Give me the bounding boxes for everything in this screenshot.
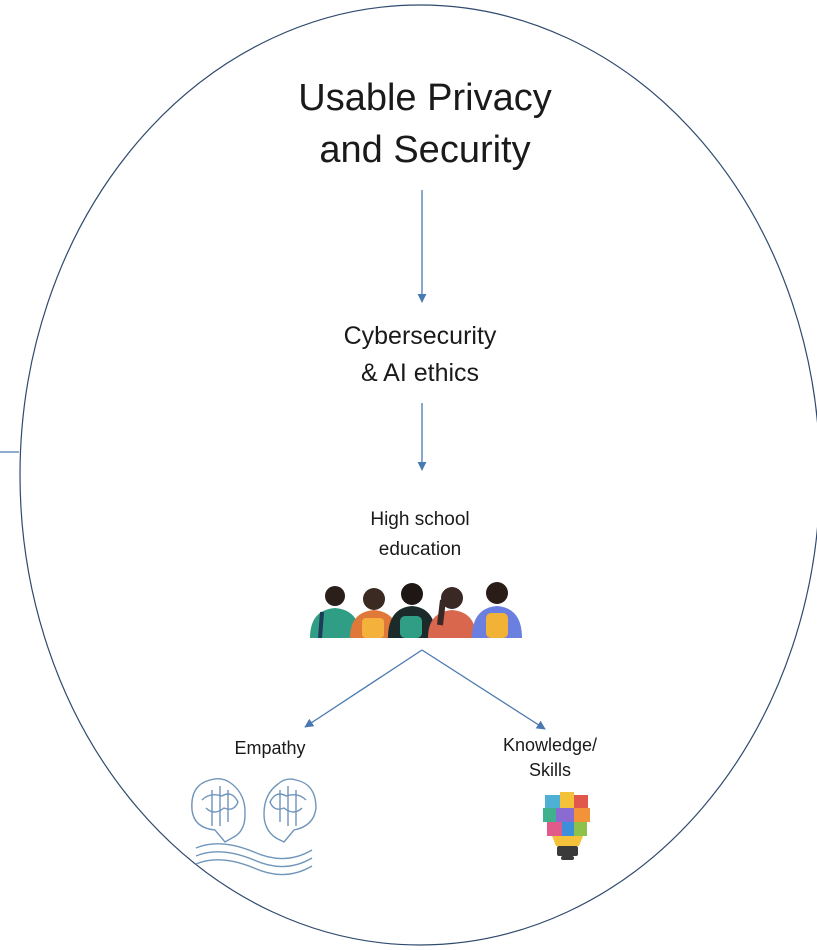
middle-node-line-2: & AI ethics — [360, 359, 480, 387]
arrow-focus-to-knowledge — [421, 649, 546, 730]
focus-node: High school education — [320, 505, 520, 565]
outer-ellipse — [19, 4, 817, 946]
empathy-node-label: Empathy — [234, 738, 306, 758]
brain-heads-icon — [191, 777, 317, 876]
root-node-line-1: Usable Privacy — [298, 77, 552, 119]
focus-node-line-2: education — [378, 539, 462, 560]
knowledge-node-line-1: Knowledge/ — [502, 735, 598, 755]
middle-node: Cybersecurity & AI ethics — [270, 318, 570, 392]
empathy-node: Empathy — [190, 736, 350, 760]
lightbulb-puzzle-icon — [543, 792, 590, 860]
arrow-focus-to-empathy — [304, 649, 423, 728]
middle-node-line-1: Cybersecurity — [343, 322, 497, 350]
root-node-title: Usable Privacy and Security — [230, 72, 620, 176]
knowledge-node: Knowledge/ Skills — [470, 733, 630, 783]
students-group-icon — [305, 582, 525, 639]
root-node-line-2: and Security — [319, 129, 531, 171]
knowledge-node-line-2: Skills — [528, 760, 571, 780]
focus-node-line-1: High school — [370, 509, 470, 530]
